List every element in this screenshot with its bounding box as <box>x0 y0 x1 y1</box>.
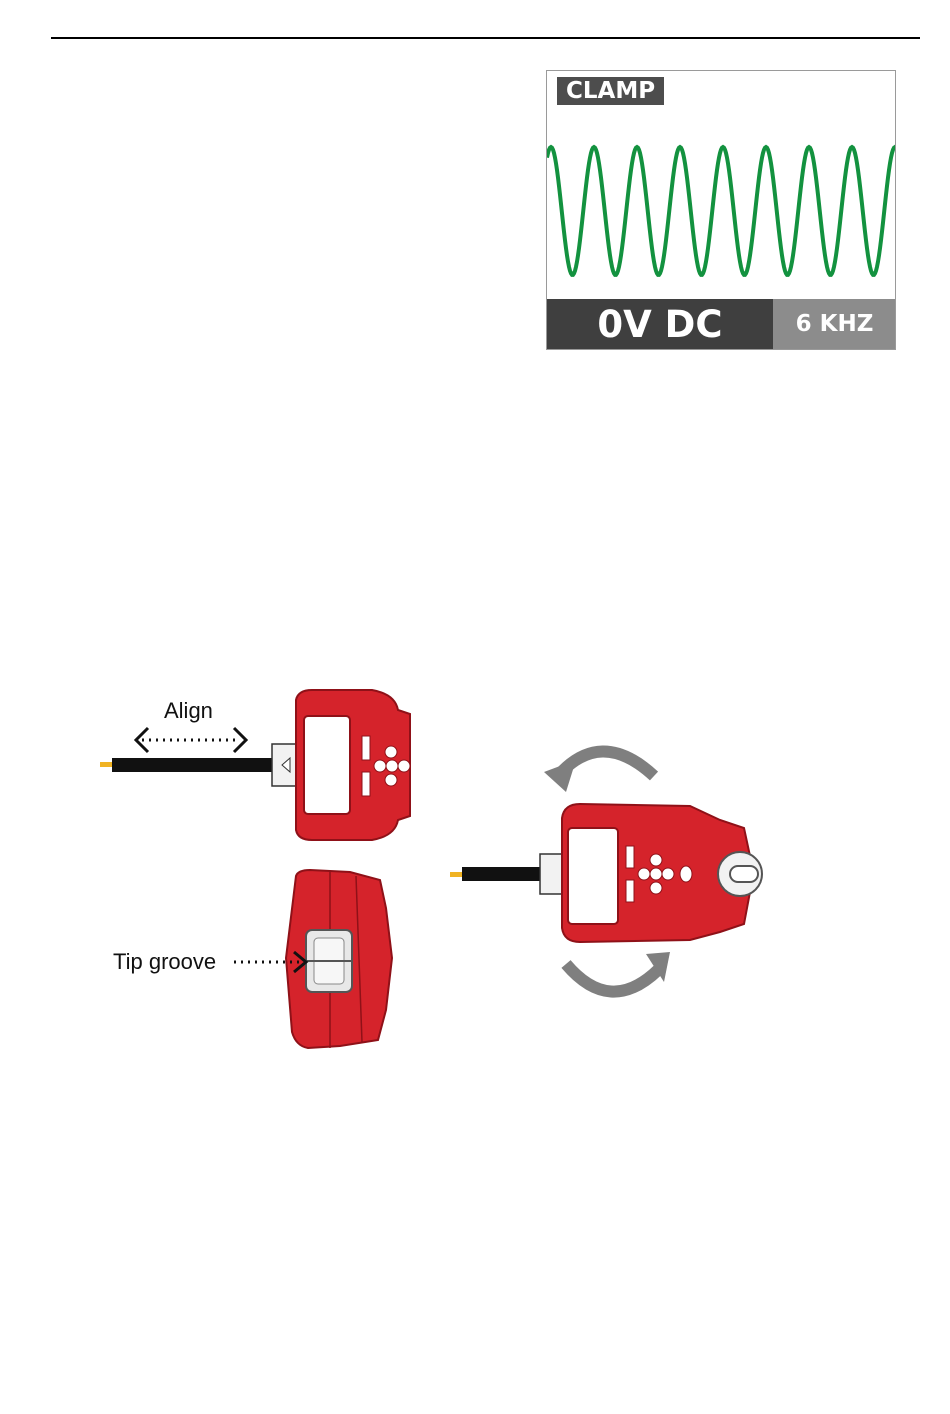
aligned-tester-top-view <box>100 690 410 840</box>
cable-icon <box>112 758 277 772</box>
frequency-readout: 6 KHZ <box>773 299 896 350</box>
voltage-readout: 0V DC <box>547 299 773 350</box>
waveform-line <box>547 147 896 275</box>
tip-groove-label: Tip groove <box>113 949 216 975</box>
wire-tip-icon <box>100 762 112 767</box>
align-label: Align <box>164 698 213 724</box>
tip-groove-side-view <box>234 870 392 1048</box>
rotating-tester-view <box>450 751 762 991</box>
alignment-illustration <box>0 680 950 1070</box>
waveform-graph <box>547 131 896 291</box>
tester-display: CLAMP 0V DC 6 KHZ <box>546 70 896 350</box>
mode-label: CLAMP <box>557 77 664 105</box>
rotate-arrow-bottom-icon <box>566 964 658 992</box>
header-rule <box>51 37 920 39</box>
